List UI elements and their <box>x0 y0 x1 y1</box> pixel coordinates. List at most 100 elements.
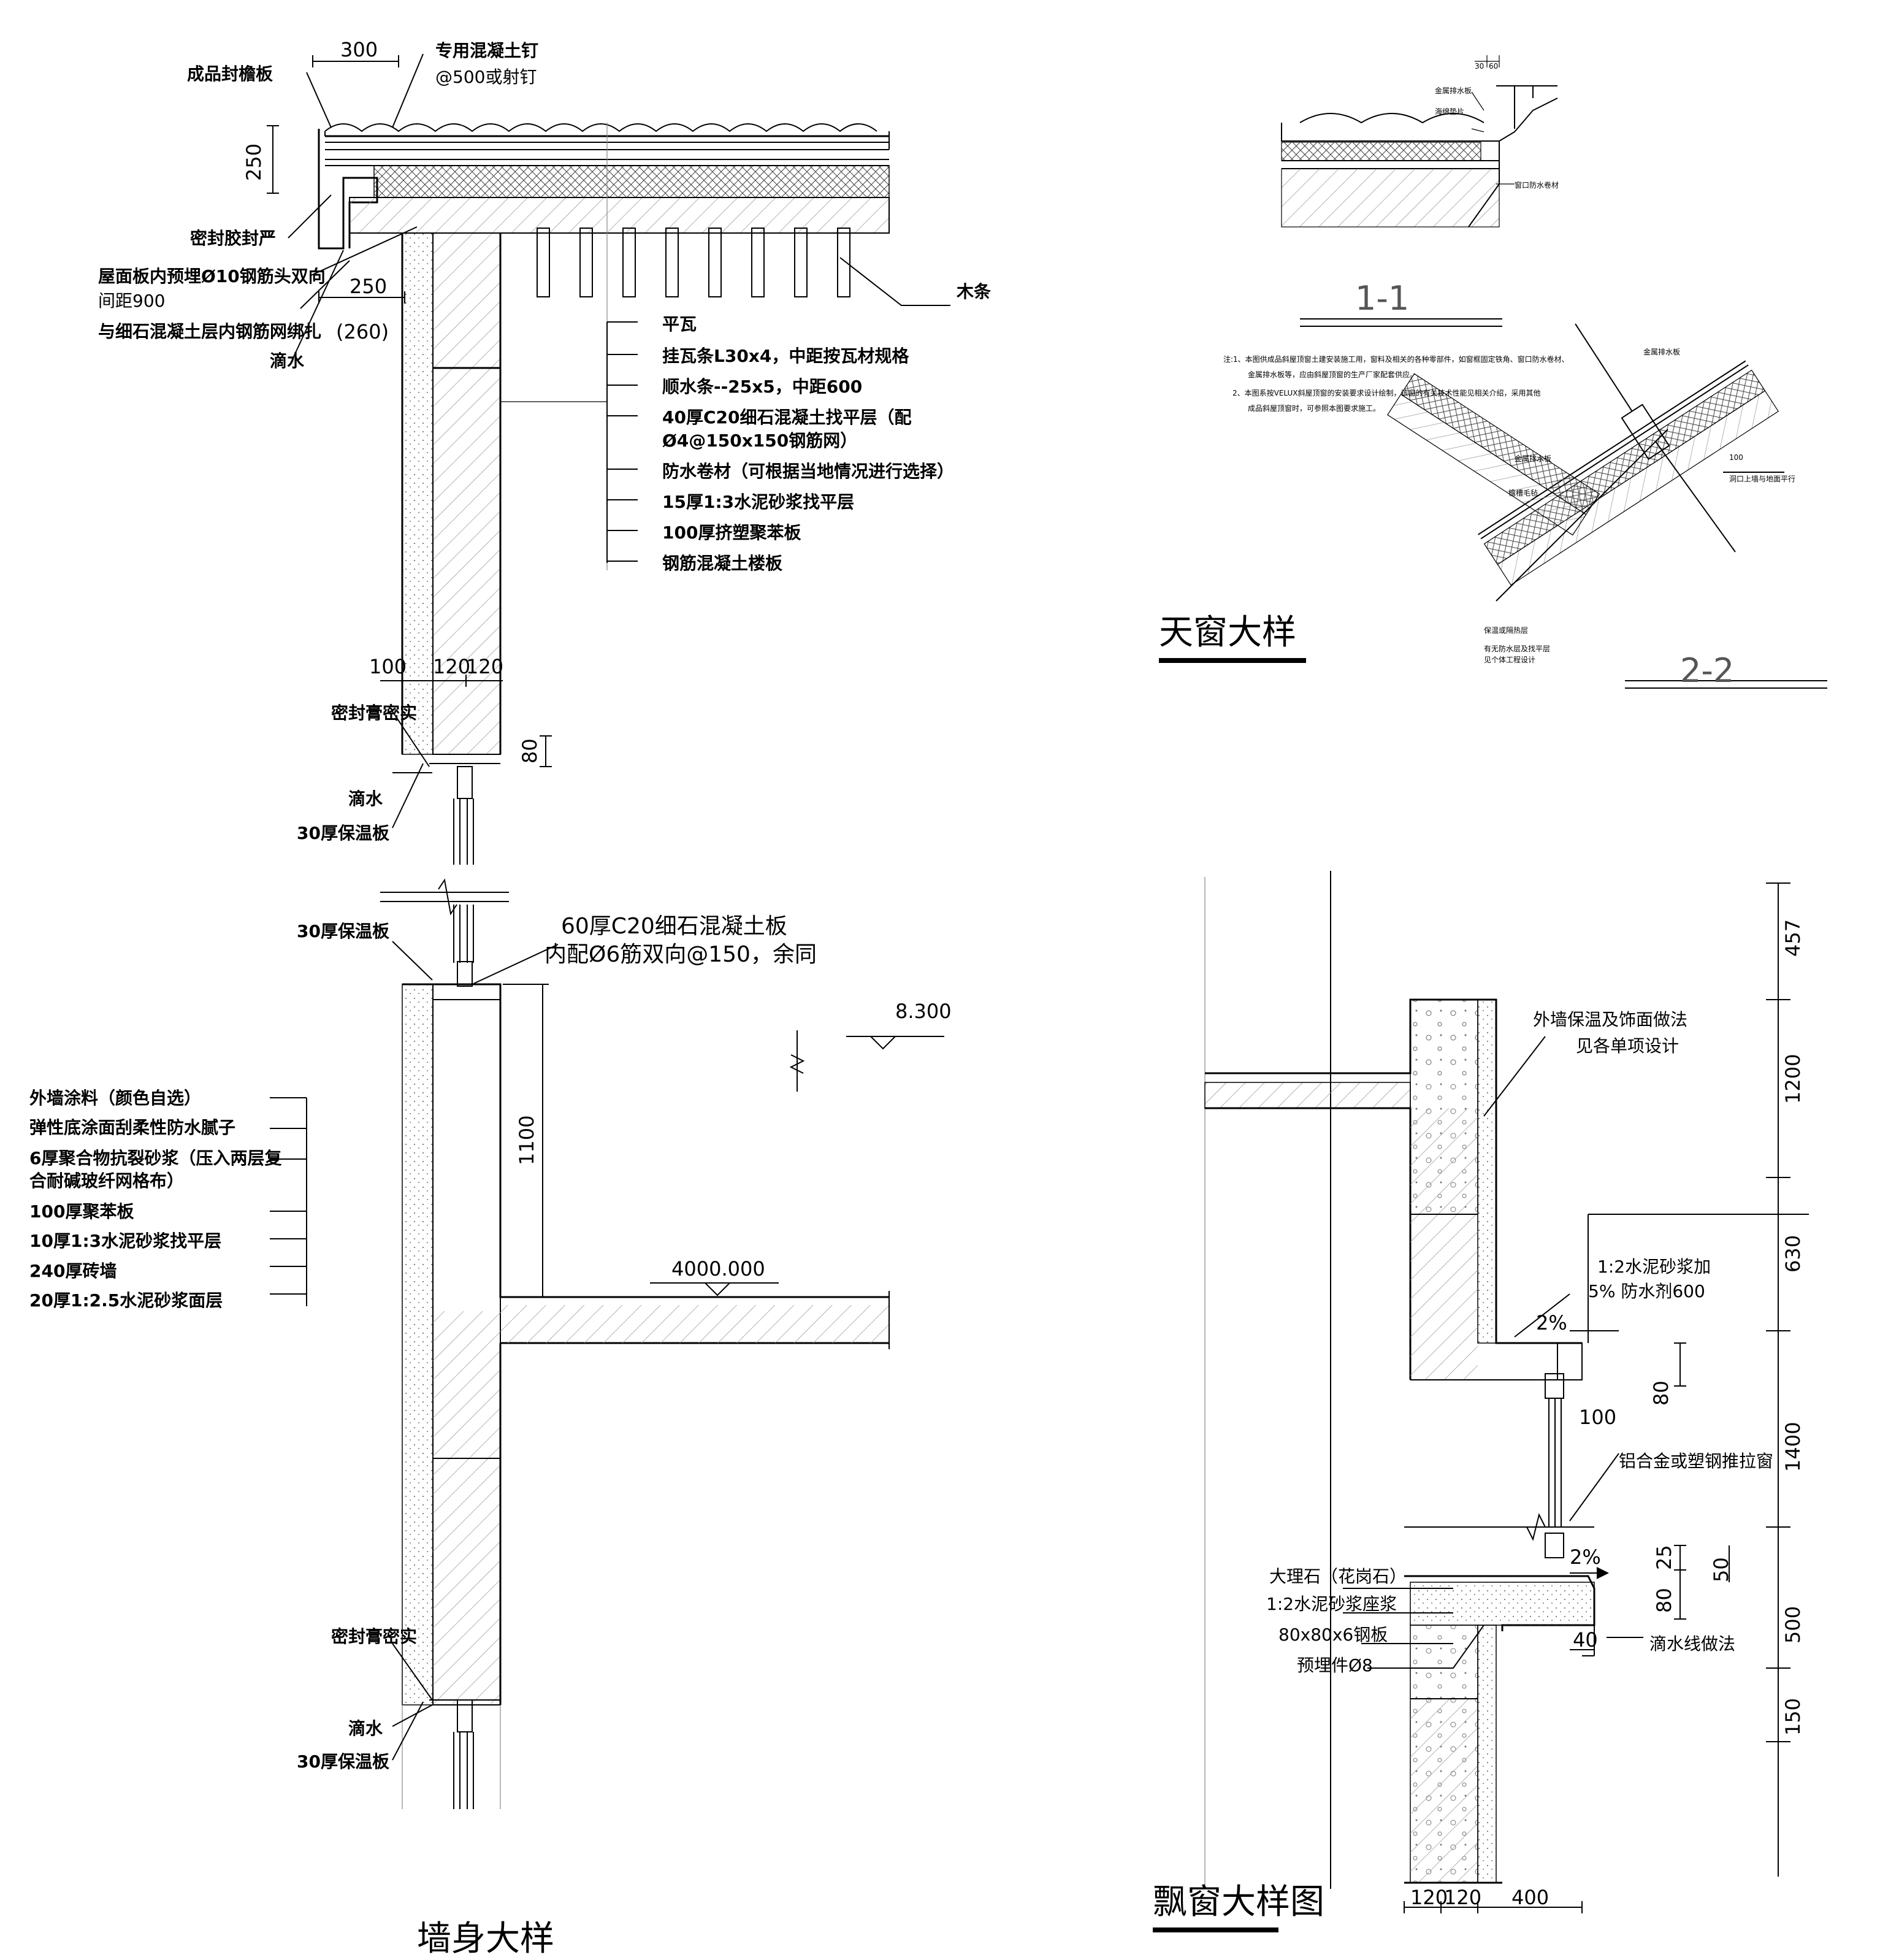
roof-slab <box>349 197 890 234</box>
skylight-dim-30: 30 <box>1475 62 1484 71</box>
section-1-1: 1-1 <box>1355 279 1409 318</box>
window-frame-middle <box>453 905 474 987</box>
dim-80: 80 <box>518 738 541 764</box>
bay-dim-1200: 1200 <box>1781 1054 1805 1104</box>
dim-250-horizontal: 250 <box>350 275 387 298</box>
skylight-dim-60: 60 <box>1489 62 1498 71</box>
wall-insulation <box>402 232 434 755</box>
roof-layer-8: 100厚挤塑聚苯板 <box>662 523 801 543</box>
eave-drip-label: 滴水 <box>270 351 305 371</box>
bay-dim-500: 500 <box>1781 1606 1805 1644</box>
bay-mortar-label-1: 1:2水泥砂浆加 <box>1597 1257 1711 1277</box>
eave-nail-label: 专用混凝土钉 <box>435 40 538 61</box>
wall-layer-8: 20厚1:2.5水泥砂浆面层 <box>29 1290 223 1311</box>
brick-wall <box>432 232 501 755</box>
roof-layer-1: 平瓦 <box>662 314 697 334</box>
eave-sealant-label: 密封胶封严 <box>190 228 276 248</box>
bay-slope-lower: 2% <box>1570 1545 1601 1569</box>
roof-layer-7: 15厚1:3水泥砂浆找平层 <box>662 492 854 512</box>
s2-label-metal-flashing-top: 金属排水板 <box>1643 347 1680 356</box>
wall-layer-1: 外墙涂料（颜色自选） <box>29 1088 201 1108</box>
lintel-slab-label-2: 内配Ø6筋双向@150，余同 <box>545 942 817 967</box>
window-insulation-label-middle: 30厚保温板 <box>297 921 389 941</box>
elevation-marker-lower <box>650 1282 779 1296</box>
dim-120-b: 120 <box>466 655 503 678</box>
roof-layer-9: 钢筋混凝土楼板 <box>662 553 782 573</box>
bay-angle-label: 80x80x6钢板 <box>1278 1625 1388 1645</box>
dim-1100: 1100 <box>515 1116 538 1165</box>
floor-slab <box>500 1305 889 1343</box>
window-drip-label-upper: 滴水 <box>348 789 383 809</box>
skylight-title: 天窗大样 <box>1159 613 1296 653</box>
wall-layer-6: 10厚1:3水泥砂浆找平层 <box>29 1231 221 1251</box>
elevation-4000: 4000.000 <box>671 1257 765 1281</box>
lower-wall-insulation <box>402 984 434 1705</box>
s2-label-insulation: 保温或隔热层 <box>1484 626 1528 635</box>
bay-dim-457: 457 <box>1781 919 1805 957</box>
wall-detail <box>267 53 950 1809</box>
bay-dim-80-upper: 80 <box>1649 1380 1673 1406</box>
dim-250-vertical: 250 <box>242 144 266 181</box>
bay-embed-label: 预埋件Ø8 <box>1297 1655 1373 1675</box>
window-seal-label-lower: 密封膏密实 <box>331 1626 417 1647</box>
dim-300: 300 <box>340 38 378 61</box>
dim-120-a: 120 <box>433 655 470 678</box>
bay-dim-50: 50 <box>1710 1557 1733 1582</box>
bay-finish-label-1: 外墙保温及饰面做法 <box>1533 1009 1687 1030</box>
window-frame-upper <box>429 763 500 865</box>
s2-label-waterproof-1: 有无防水层及找平层 <box>1484 644 1550 653</box>
bay-window-title: 飘窗大样图 <box>1153 1882 1324 1922</box>
s1-label-window-membrane: 窗口防水卷材 <box>1515 180 1559 189</box>
bay-dim-bottom-120-a: 120 <box>1410 1886 1448 1909</box>
eave-fascia-label: 成品封檐板 <box>187 64 273 84</box>
bay-dim-bottom-400: 400 <box>1511 1886 1549 1909</box>
eave-rebar-label-3: 与细石混凝土层内钢筋网绑扎 <box>98 321 321 342</box>
s2-label-opening: 洞口上墙与地面平行 <box>1729 475 1795 483</box>
s2-label-gutter-felt: 檐槽毛毡 <box>1508 489 1538 497</box>
bay-slope-upper: 2% <box>1536 1311 1567 1334</box>
wall-layer-2: 弹性底涂面刮柔性防水腻子 <box>29 1117 235 1138</box>
roof-layer-3: 顺水条--25x5，中距600 <box>662 377 862 397</box>
skylight-note-2: 金属排水板等，应由斜屋顶窗的生产厂家配套供应。 <box>1248 370 1417 379</box>
wall-layer-7: 240厚砖墙 <box>29 1261 117 1281</box>
dim-100: 100 <box>369 655 407 678</box>
window-frame-lower <box>402 1699 501 1809</box>
eave-nail-spacing-label: @500或射钉 <box>435 67 537 87</box>
bay-dim-80-lower: 80 <box>1653 1588 1676 1613</box>
bay-dim-630: 630 <box>1781 1235 1805 1273</box>
roof-insulation-layer <box>373 165 890 198</box>
eave-rebar-label-1: 屋面板内预埋Ø10钢筋头双向 <box>98 266 326 286</box>
bay-mortar-label-2: 5% 防水剂600 <box>1588 1281 1705 1301</box>
eave-rebar-label-2: 间距900 <box>98 291 165 311</box>
s1-label-sponge-gasket: 海绵垫片 <box>1435 107 1464 116</box>
skylight-dim-100: 100 <box>1729 453 1743 462</box>
s1-label-metal-flashing: 金属排水板 <box>1435 86 1472 95</box>
roof-layer-4: 40厚C20细石混凝土找平层（配 <box>662 407 911 427</box>
s2-label-waterproof-2: 见个体工程设计 <box>1484 655 1535 664</box>
bay-dim-1400: 1400 <box>1781 1422 1805 1472</box>
wall-detail-title: 墙身大样 <box>417 1919 554 1959</box>
s2-label-metal-flashing-left: 金属排水板 <box>1515 454 1551 463</box>
wall-layer-5: 100厚聚苯板 <box>29 1201 134 1222</box>
skylight-note-4: 成品斜屋顶窗时，可参照本图要求施工。 <box>1248 404 1380 413</box>
roof-layer-5: Ø4@150x150钢筋网） <box>662 431 857 451</box>
bay-window-glazing <box>1545 1373 1564 1558</box>
elevation-marker-upper <box>789 1030 944 1092</box>
bay-marble-label: 大理石（花岗石） <box>1269 1566 1407 1587</box>
window-drip-label-lower: 滴水 <box>348 1718 383 1739</box>
eave-dims <box>267 55 405 304</box>
wall-layer-4: 合耐碱玻纤网格布） <box>29 1171 184 1191</box>
skylight-note-1: 注:1、本图供成品斜屋顶窗土建安装施工用，窗料及相关的各种零部件，如窗框固定铁角… <box>1223 354 1569 364</box>
window-insulation-label-upper: 30厚保温板 <box>297 823 389 843</box>
wall-layer-3: 6厚聚合物抗裂砂浆（压入两层复 <box>29 1148 281 1168</box>
window-insulation-label-lower: 30厚保温板 <box>297 1751 389 1772</box>
roof-layer-6: 防水卷材（可根据当地情况进行选择） <box>662 461 954 481</box>
section-2-2: 2-2 <box>1680 651 1734 690</box>
skylight-note-3: 2、本图系按VELUX斜屋顶窗的安装要求设计绘制，该窗的有关技术性能见相关介绍，… <box>1232 388 1541 397</box>
bay-dim-100: 100 <box>1579 1406 1616 1429</box>
roof-layer-2: 挂瓦条L30x4，中距按瓦材规格 <box>662 346 909 366</box>
bay-drip-label: 滴水线做法 <box>1649 1634 1735 1654</box>
lintel-slab-label-1: 60厚C20细石混凝土板 <box>561 914 787 939</box>
window-seal-label-upper: 密封膏密实 <box>331 703 417 723</box>
